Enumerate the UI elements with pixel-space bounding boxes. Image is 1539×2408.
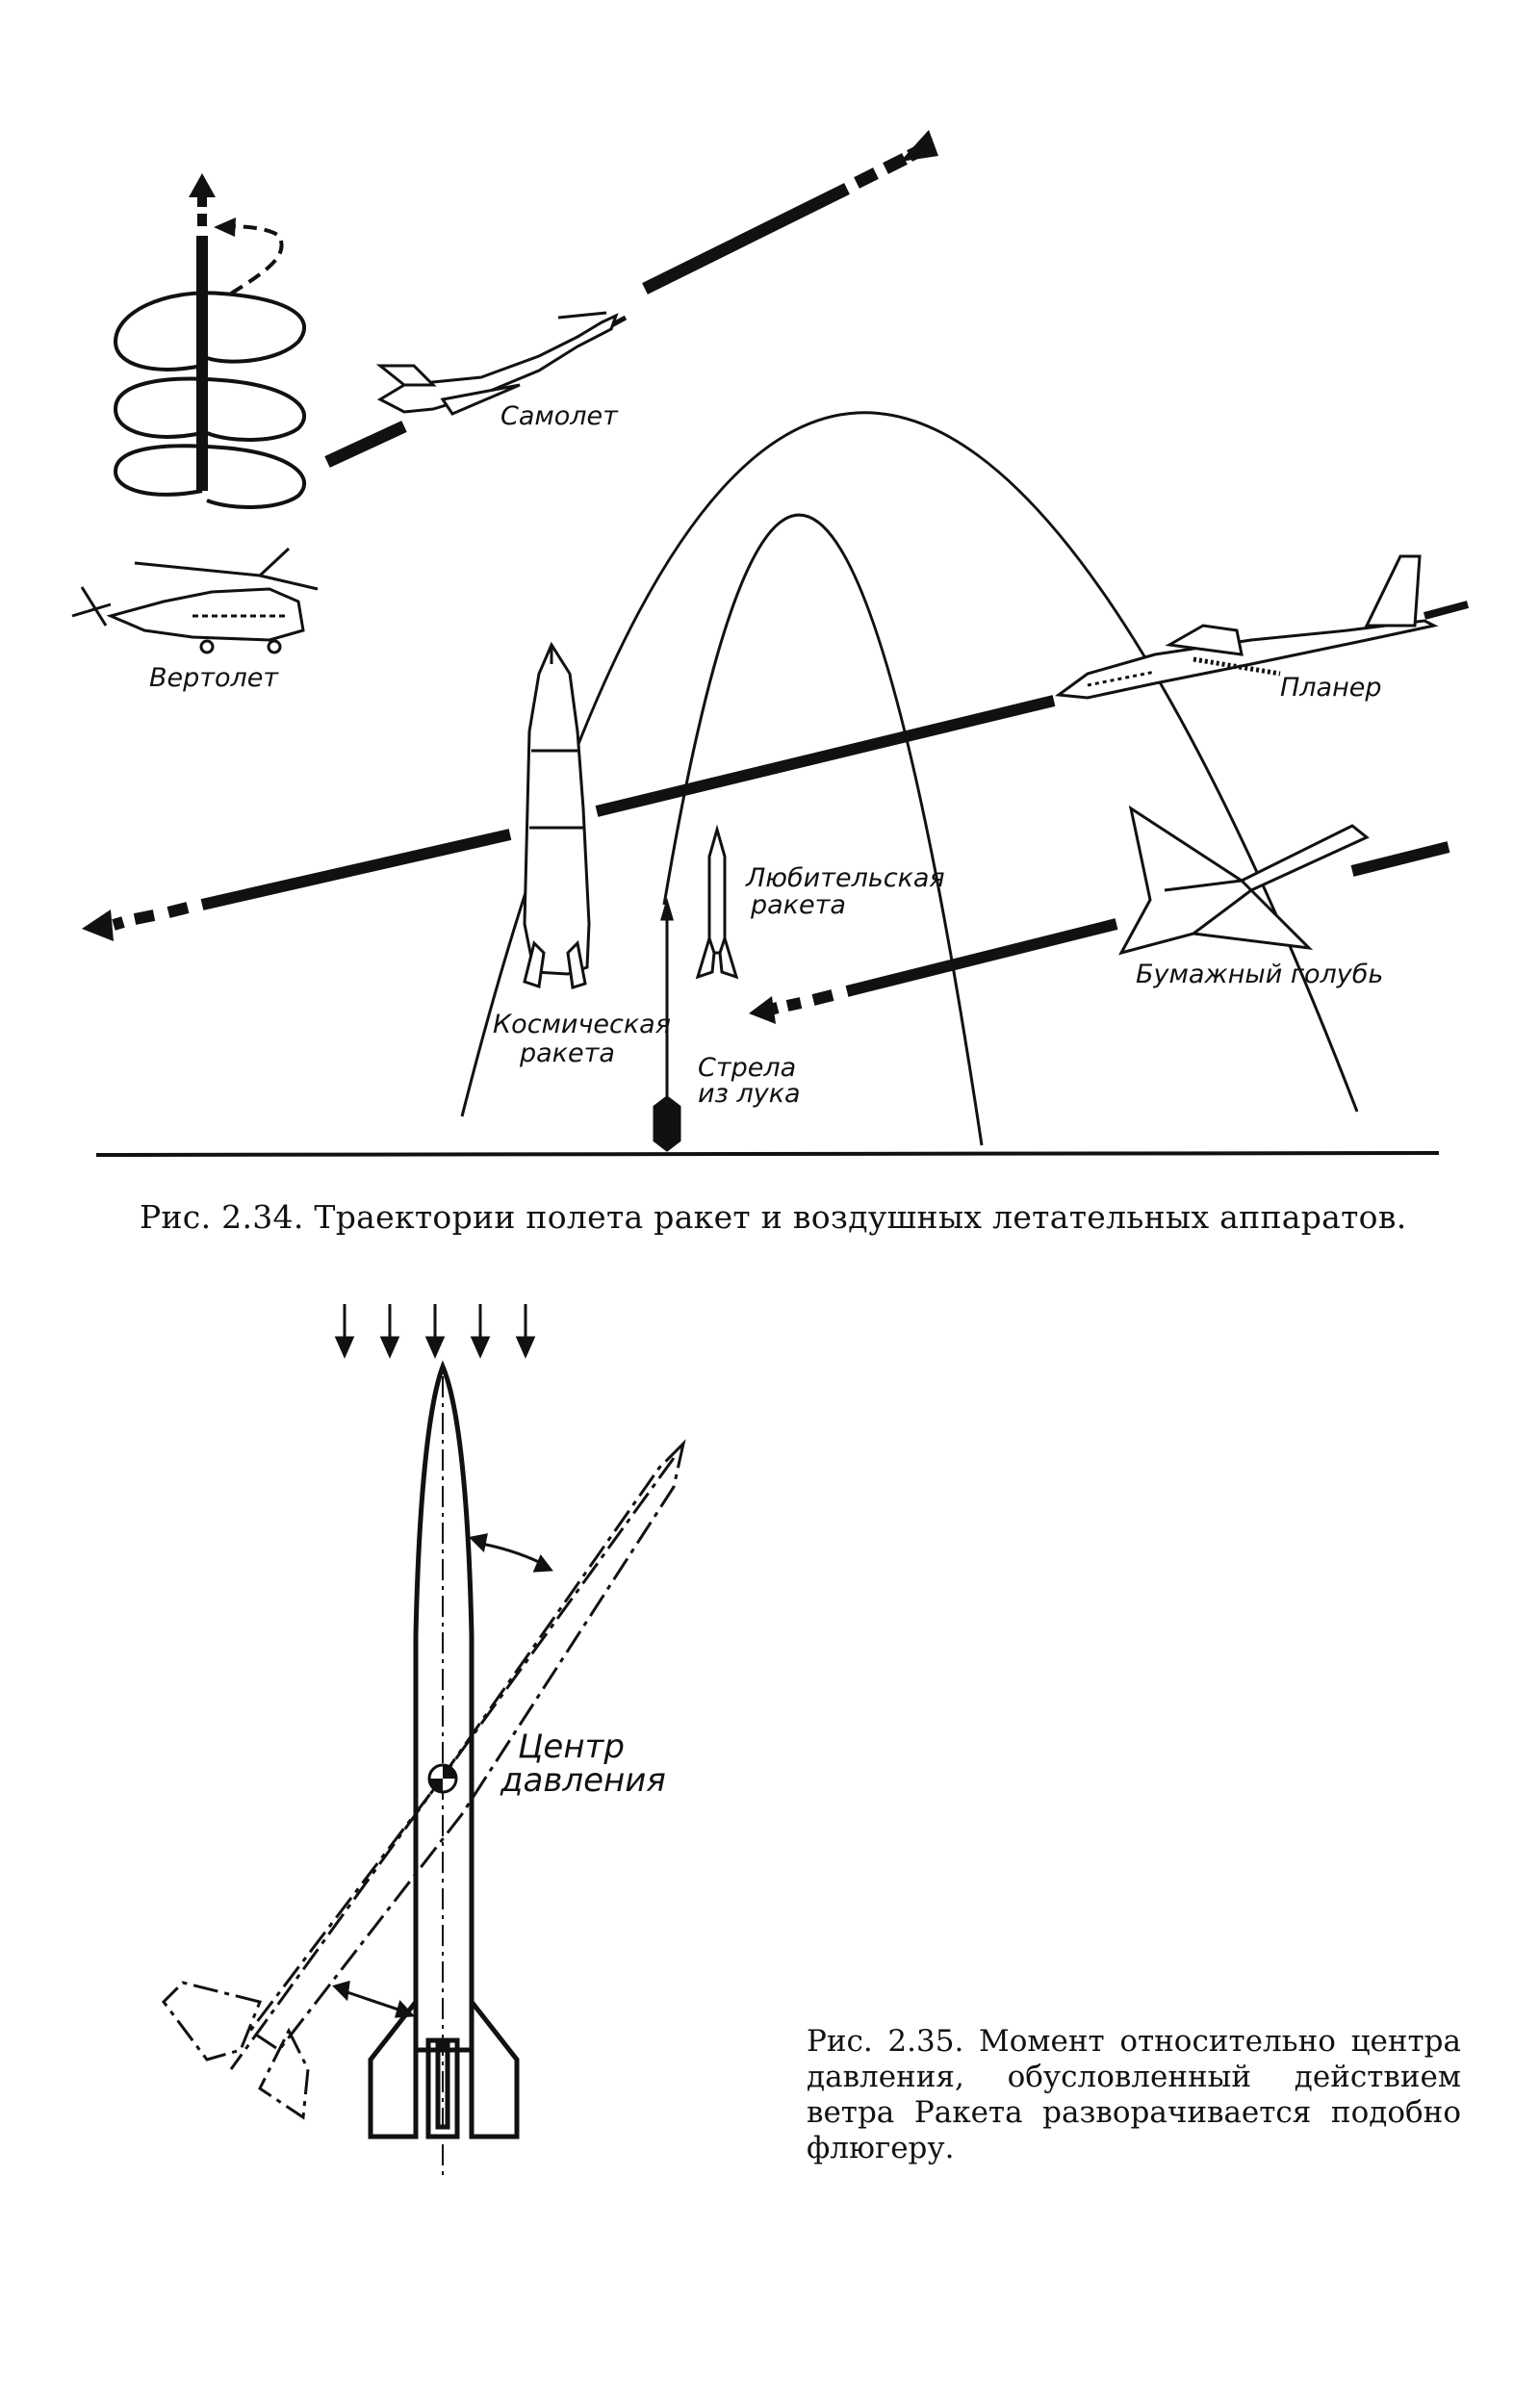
label-airplane: Самолет — [500, 401, 618, 431]
bow-arrow — [653, 897, 681, 1152]
label-center-of-pressure-line1: Центр — [518, 1728, 625, 1766]
small-trajectory-arc — [662, 513, 984, 1146]
vertical-rocket — [368, 1360, 520, 2180]
center-of-pressure-marker — [427, 1763, 458, 1794]
long-trajectory-arrowhead — [82, 909, 114, 941]
wind-arrows — [334, 1304, 536, 1359]
label-center-of-pressure-line2: давления — [500, 1761, 666, 1800]
airplane — [375, 311, 619, 416]
angle-arrow-upper — [468, 1533, 553, 1573]
ground-line — [95, 1151, 1440, 1157]
hobby-rocket — [695, 824, 739, 980]
label-hobby-rocket-line1: Любительская — [746, 863, 945, 893]
label-glider: Планер — [1280, 673, 1382, 703]
paper-plane-arrowhead — [749, 996, 776, 1024]
space-rocket — [523, 641, 591, 989]
label-helicopter: Вертолет — [149, 663, 279, 693]
label-paper-plane: Бумажный голубь — [1136, 960, 1384, 989]
label-space-rocket-line2: ракета — [520, 1038, 615, 1068]
paper-plane — [1118, 805, 1370, 956]
figure-235-drawing — [162, 1304, 686, 2180]
airplane-arrowhead — [900, 130, 938, 162]
caption-fig-2-34: Рис. 2.34. Траектории полета ракет и воз… — [140, 1198, 1407, 1236]
label-arrow-line1: Стрела — [698, 1053, 797, 1083]
figure-234-drawing — [71, 130, 1470, 1157]
label-hobby-rocket-line2: ракета — [751, 890, 846, 920]
label-space-rocket-line1: Космическая — [493, 1010, 671, 1039]
helicopter — [71, 547, 319, 654]
label-arrow-line2: из лука — [698, 1079, 801, 1109]
airplane-trajectory — [324, 145, 922, 468]
paper-plane-trajectory — [768, 841, 1450, 1015]
glider — [1054, 554, 1439, 700]
angle-arrow-lower — [332, 1980, 416, 2018]
long-trajectory — [112, 695, 1056, 931]
helicopter-trajectory — [113, 173, 306, 509]
caption-fig-2-35: Рис. 2.35. Момент относительно центра да… — [807, 2024, 1461, 2165]
tilted-rocket — [162, 1439, 686, 2120]
